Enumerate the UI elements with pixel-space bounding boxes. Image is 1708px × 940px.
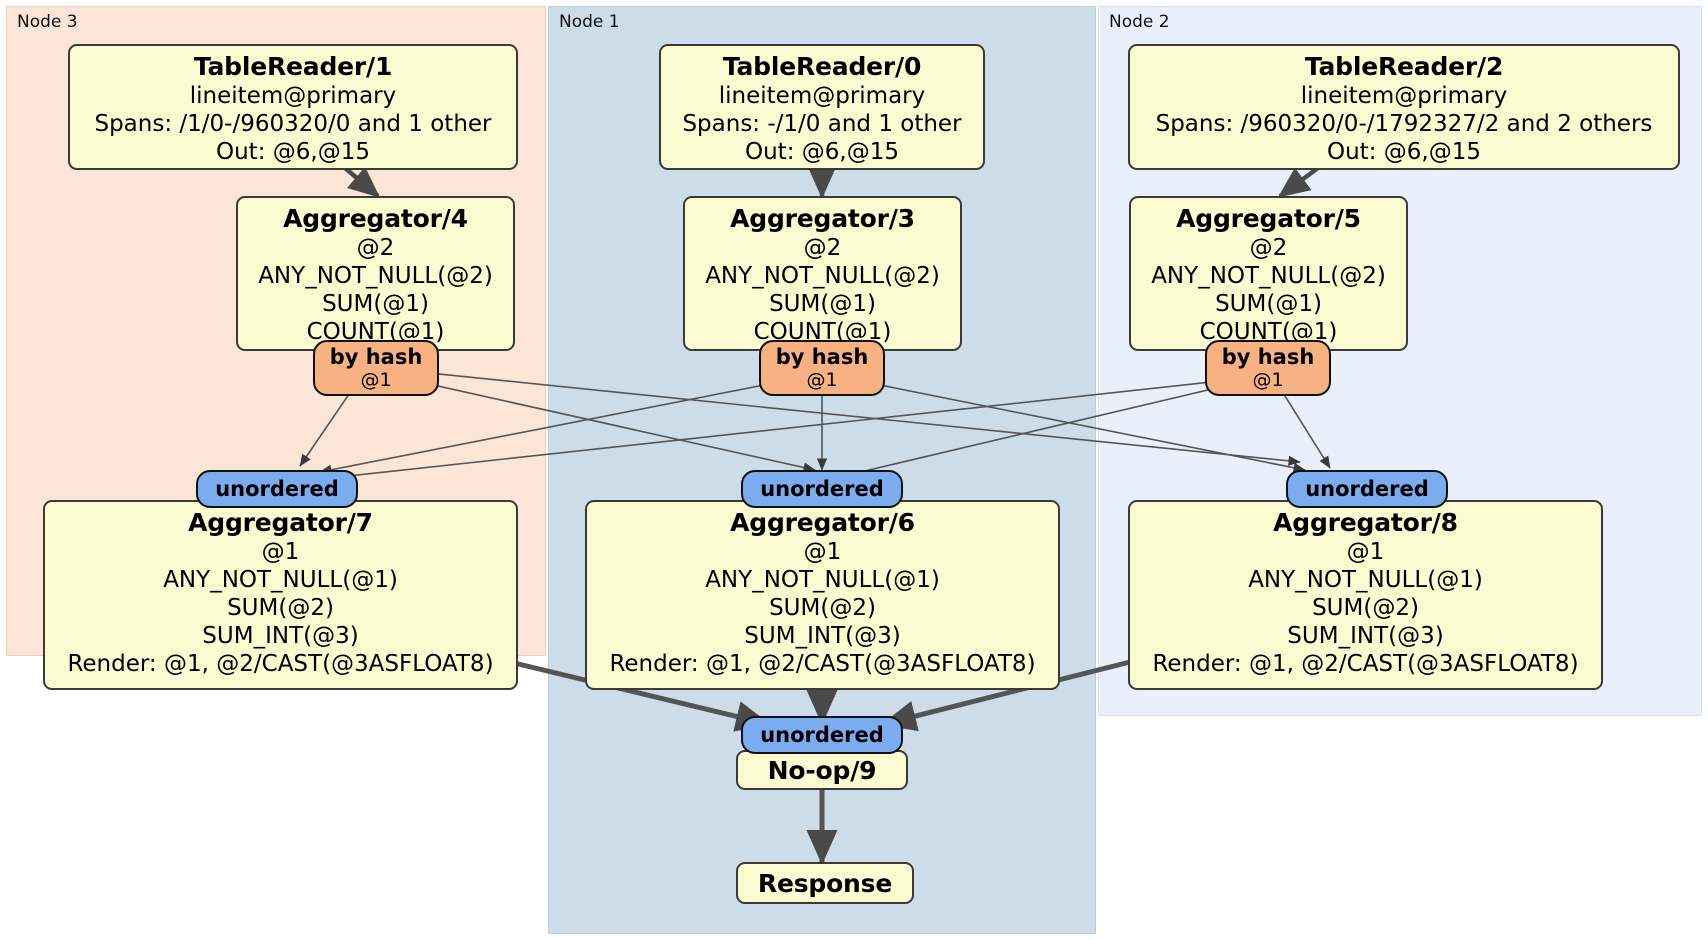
box-title: Aggregator/6 [730, 508, 915, 537]
box-line: @2 [1249, 235, 1288, 261]
input-badge-unordered-6[interactable]: unordered [741, 470, 903, 508]
box-line: lineitem@primary [1300, 83, 1508, 109]
box-line: Spans: /960320/0-/1792327/2 and 2 others [1155, 111, 1653, 137]
box-line: SUM_INT(@3) [202, 623, 359, 649]
processor-box-aggregator3[interactable]: Aggregator/3 @2 ANY_NOT_NULL(@2) SUM(@1)… [683, 196, 962, 351]
output-badge-by-hash-3[interactable]: by hash @1 [759, 340, 885, 396]
box-line: @1 [261, 539, 300, 565]
input-badge-unordered-9[interactable]: unordered [741, 716, 903, 754]
box-title: Response [757, 868, 893, 898]
box-line: Spans: /1/0-/960320/0 and 1 other [94, 111, 492, 137]
edge-hash5-unordered7 [329, 377, 1249, 482]
badge-title: by hash [1221, 345, 1315, 369]
edge-hash3-unordered8 [844, 377, 1306, 473]
input-badge-unordered-7[interactable]: unordered [196, 470, 358, 508]
box-line: Render: @1, @2/CAST(@3ASFLOAT8) [609, 651, 1036, 677]
edge-agg7-unordered9 [509, 659, 771, 732]
processor-box-aggregator4[interactable]: Aggregator/4 @2 ANY_NOT_NULL(@2) SUM(@1)… [236, 196, 515, 351]
box-line: @1 [803, 539, 842, 565]
box-line: SUM_INT(@3) [744, 623, 901, 649]
box-line: ANY_NOT_NULL(@1) [163, 567, 398, 593]
box-line: SUM(@2) [227, 595, 334, 621]
badge-sub: @1 [360, 369, 392, 391]
badge-title: unordered [215, 477, 339, 501]
edge-tr2-agg5 [1277, 166, 1320, 198]
edge-agg8-unordered9 [881, 659, 1131, 732]
box-line: ANY_NOT_NULL(@2) [258, 263, 493, 289]
box-title: Aggregator/5 [1176, 204, 1361, 233]
box-line: SUM(@2) [769, 595, 876, 621]
box-line: SUM_INT(@3) [1287, 623, 1444, 649]
processor-box-aggregator7[interactable]: Aggregator/7 @1 ANY_NOT_NULL(@1) SUM(@2)… [43, 500, 518, 690]
box-line: lineitem@primary [189, 83, 397, 109]
node-panel-label-node3: Node 3 [17, 12, 78, 32]
box-line: @2 [356, 235, 395, 261]
processor-box-aggregator5[interactable]: Aggregator/5 @2 ANY_NOT_NULL(@2) SUM(@1)… [1129, 196, 1408, 351]
box-line: Spans: -/1/0 and 1 other [682, 111, 962, 137]
box-line: Out: @6,@15 [745, 139, 899, 165]
edge-hash3-unordered7 [319, 377, 801, 475]
edge-tr1-agg4 [343, 166, 381, 198]
processor-box-aggregator6[interactable]: Aggregator/6 @1 ANY_NOT_NULL(@1) SUM(@2)… [585, 500, 1060, 690]
node-panel-label-node2: Node 2 [1109, 12, 1170, 32]
processor-box-tablereader2[interactable]: TableReader/2 lineitem@primary Spans: /9… [1128, 44, 1680, 170]
box-title: No-op/9 [767, 755, 877, 785]
processor-box-aggregator8[interactable]: Aggregator/8 @1 ANY_NOT_NULL(@1) SUM(@2)… [1128, 500, 1603, 690]
badge-title: by hash [775, 345, 869, 369]
badge-sub: @1 [1252, 369, 1284, 391]
box-title: Aggregator/7 [188, 508, 373, 537]
edge-hash5-unordered6 [834, 379, 1251, 481]
box-line: SUM(@2) [1312, 595, 1419, 621]
badge-sub: @1 [806, 369, 838, 391]
box-title: TableReader/2 [1304, 52, 1504, 81]
box-line: Render: @1, @2/CAST(@3ASFLOAT8) [67, 651, 494, 677]
box-line: @2 [803, 235, 842, 261]
input-badge-unordered-8[interactable]: unordered [1286, 470, 1448, 508]
node-panel-label-node1: Node 1 [559, 12, 620, 32]
processor-box-tablereader0[interactable]: TableReader/0 lineitem@primary Spans: -/… [659, 44, 985, 170]
box-line: ANY_NOT_NULL(@1) [1248, 567, 1483, 593]
box-line: Render: @1, @2/CAST(@3ASFLOAT8) [1152, 651, 1579, 677]
processor-box-noop9[interactable]: No-op/9 [736, 750, 908, 790]
box-title: Aggregator/8 [1273, 508, 1458, 537]
badge-title: by hash [329, 345, 423, 369]
badge-title: unordered [1305, 477, 1429, 501]
box-line: Out: @6,@15 [216, 139, 370, 165]
output-badge-by-hash-4[interactable]: by hash @1 [313, 340, 439, 396]
edge-hash4-unordered8 [379, 367, 1301, 466]
box-title: TableReader/0 [722, 52, 922, 81]
processor-box-response[interactable]: Response [736, 862, 914, 904]
box-line: ANY_NOT_NULL(@2) [1151, 263, 1386, 289]
box-line: @1 [1346, 539, 1385, 565]
box-line: Out: @6,@15 [1327, 139, 1481, 165]
box-line: SUM(@1) [1215, 291, 1322, 317]
box-line: SUM(@1) [322, 291, 429, 317]
box-title: Aggregator/3 [730, 204, 915, 233]
processor-box-tablereader1[interactable]: TableReader/1 lineitem@primary Spans: /1… [68, 44, 518, 170]
output-badge-by-hash-5[interactable]: by hash @1 [1205, 340, 1331, 396]
box-title: Aggregator/4 [283, 204, 468, 233]
box-title: TableReader/1 [193, 52, 393, 81]
box-line: lineitem@primary [718, 83, 926, 109]
box-line: ANY_NOT_NULL(@2) [705, 263, 940, 289]
badge-title: unordered [760, 477, 884, 501]
badge-title: unordered [760, 723, 884, 747]
edge-hash4-unordered6 [374, 371, 816, 473]
box-line: ANY_NOT_NULL(@1) [705, 567, 940, 593]
box-line: SUM(@1) [769, 291, 876, 317]
